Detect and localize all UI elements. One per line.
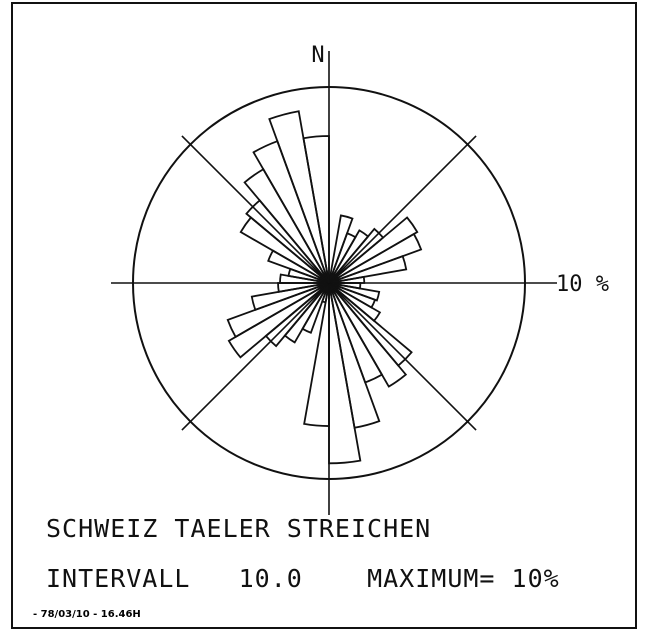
- rose-petal-140: [328, 282, 408, 388]
- rose-petal-70: [328, 255, 408, 284]
- maximum-label: MAXIMUM=: [367, 564, 496, 593]
- rose-petal-80: [328, 275, 366, 284]
- interval-line: INTERVALL 10.0 MAXIMUM= 10%: [46, 564, 560, 593]
- rose-petal-240: [226, 282, 330, 339]
- maximum-value: 10%: [511, 564, 560, 593]
- rose-petals: [226, 110, 423, 465]
- rose-petal-320: [243, 168, 330, 284]
- north-label: N: [311, 43, 324, 68]
- rose-petal-350: [302, 135, 330, 284]
- rose-petal-260: [277, 282, 330, 293]
- rose-petal-60: [328, 232, 423, 284]
- rose-petal-180: [303, 282, 330, 427]
- rose-petal-10: [328, 214, 354, 284]
- rose-petal-300: [239, 216, 330, 284]
- interval-value: 10.0: [238, 564, 303, 593]
- plot-frame: N 10 % SCHWEIZ TAELER STREICHEN INTERVAL…: [11, 2, 637, 629]
- rose-petal-270: [279, 273, 330, 284]
- rose-diagram: N 10 %: [111, 43, 609, 515]
- rose-petal-340: [268, 110, 330, 284]
- rose-petal-100: [328, 282, 381, 302]
- rose-petal-230: [227, 282, 330, 359]
- chart-title: SCHWEIZ TAELER STREICHEN: [46, 514, 432, 543]
- scale-label: 10 %: [556, 272, 609, 297]
- timestamp: - 78/03/10 - 16.46H: [33, 609, 141, 620]
- rose-petal-170: [328, 282, 362, 465]
- rose-petal-250: [250, 282, 330, 311]
- rose-petal-50: [328, 216, 419, 284]
- interval-label: INTERVALL: [46, 564, 191, 593]
